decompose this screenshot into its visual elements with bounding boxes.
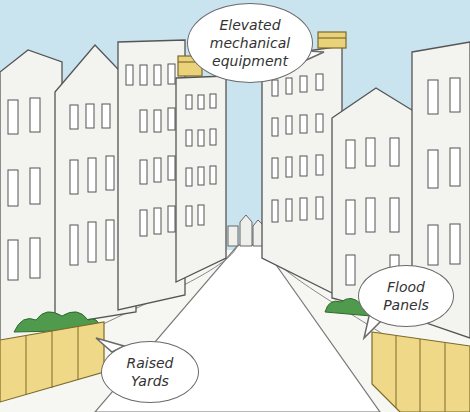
flood-panels (372, 332, 470, 412)
right-buildings (262, 42, 470, 338)
callout-bubble: Raised Yards (101, 341, 199, 403)
callout-bubble: Elevated mechanical equipment (187, 3, 313, 83)
windows (272, 74, 460, 289)
callout-text: Raised Yards (120, 354, 180, 390)
callout-tail (96, 50, 384, 352)
distant-buildings (228, 215, 264, 246)
shrub (14, 298, 371, 332)
callout-text: Elevated mechanical equipment (206, 16, 294, 70)
callout-bubble: Flood Panels (358, 265, 454, 327)
callout-text: Flood Panels (377, 278, 435, 314)
windows (8, 64, 216, 280)
raised-yard-wall (0, 322, 104, 402)
left-buildings (0, 40, 226, 348)
